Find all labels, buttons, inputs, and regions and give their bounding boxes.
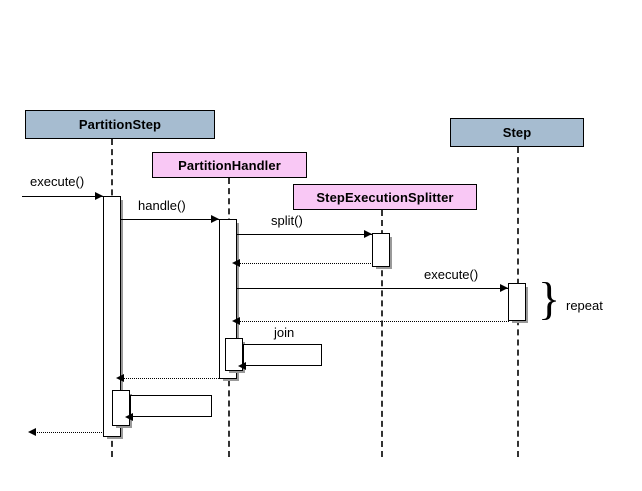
participant-label: StepExecutionSplitter	[316, 189, 454, 205]
participant-label: PartitionHandler	[178, 157, 281, 173]
arrowhead-left-icon	[125, 413, 133, 421]
message-line-execute-return	[33, 432, 104, 433]
message-line-split-return	[237, 263, 373, 264]
participant-label: PartitionStep	[78, 117, 162, 132]
activation-stepexecutionsplitter	[372, 233, 390, 267]
message-line-execute-step	[237, 288, 509, 289]
arrowhead-right-icon	[500, 284, 508, 292]
arrowhead-right-icon	[364, 230, 372, 238]
message-label-execute-entry: execute()	[30, 174, 85, 189]
participant-label: Step	[502, 125, 532, 140]
activation-step	[508, 283, 526, 321]
participant-step[interactable]: Step	[450, 118, 584, 147]
lifeline-stepexecutionsplitter	[381, 210, 383, 457]
participant-stepexecutionsplitter[interactable]: StepExecutionSplitter	[293, 184, 477, 210]
message-label-join: join	[274, 325, 295, 340]
repeat-annotation-label: repeat	[566, 298, 603, 313]
message-line-execute-entry	[22, 196, 104, 197]
message-line-handle	[121, 219, 220, 220]
self-message-loop-join	[243, 344, 322, 366]
message-line-handle-return	[121, 378, 221, 379]
arrowhead-left-icon	[116, 374, 124, 382]
participant-partitionhandler[interactable]: PartitionHandler	[152, 152, 307, 178]
message-line-split	[237, 234, 373, 235]
self-message-loop-aggregate	[130, 395, 212, 417]
message-label-execute-step: execute()	[424, 267, 479, 282]
arrowhead-left-icon	[28, 428, 36, 436]
repeat-brace-icon: }	[538, 273, 561, 324]
message-line-execute-step-return	[237, 321, 509, 322]
arrowhead-right-icon	[211, 215, 219, 223]
message-label-split: split()	[271, 213, 303, 228]
arrowhead-left-icon	[232, 259, 240, 267]
arrowhead-left-icon	[238, 362, 246, 370]
participant-partitionstep[interactable]: PartitionStep	[25, 110, 215, 139]
arrowhead-left-icon	[232, 317, 240, 325]
message-label-handle: handle()	[138, 198, 186, 213]
arrowhead-right-icon	[95, 192, 103, 200]
